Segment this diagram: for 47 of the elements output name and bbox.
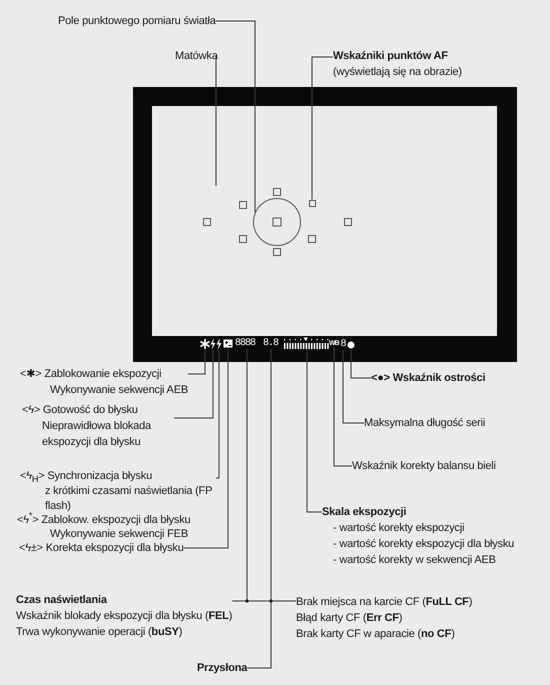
- asterisk-icon: [199, 338, 211, 350]
- callout-text: - wartość korekty ekspozycji dla błysku: [333, 537, 514, 552]
- callout-text: Brak karty CF w aparacie (no CF): [296, 627, 456, 642]
- leader-line: [312, 56, 334, 200]
- exposure-scale-icon: [283, 337, 329, 349]
- af-point-marker: [308, 200, 316, 206]
- callout-text: Wskaźnik blokady ekspozycji dla błysku (FEL): [16, 609, 232, 624]
- flash-icon: [210, 338, 216, 350]
- callout-heading: Skala ekspozycji: [322, 505, 408, 520]
- callout-text: <✱> Zablokowanie ekspozycji: [20, 367, 162, 382]
- callout-heading: Czas naświetlania: [16, 593, 108, 608]
- callout-text: Maksymalna długość serii: [364, 416, 486, 431]
- callout-text: <ϟ$^{*}$> Zablokow. ekspozycji dla błysku: [17, 512, 190, 528]
- callout-text: Nieprawidłowa blokada ekspozycji dla błysku: [42, 419, 152, 450]
- callout-text: (wyświetlają się na obrazie): [333, 65, 462, 80]
- callout-heading: Wskaźniki punktów AF: [333, 49, 449, 64]
- callout-text: Matówka: [175, 49, 218, 64]
- lcd-digits: 8.8: [263, 338, 278, 349]
- leader-line: [306, 348, 322, 512]
- flash-icon: [216, 338, 222, 350]
- callout-text: Trwa wykonywanie operacji (buSY): [16, 625, 184, 640]
- callout-text: Błąd karty CF (Err CF): [296, 611, 404, 626]
- callout-text: <ϟ±> Korekta ekspozycji dla błysku: [19, 541, 184, 556]
- flash-compensation-icon: [223, 339, 233, 348]
- callout-text: <ϟ> Gotowość do błysku: [22, 403, 139, 418]
- focus-dot-icon: [347, 341, 355, 349]
- leader-line: [350, 348, 372, 378]
- leader-line: [183, 348, 228, 548]
- callout-text: Wskaźnik korekty balansu bieli: [352, 459, 496, 474]
- leader-line: [216, 350, 220, 478]
- callout-text: Pole punktowego pomiaru światła: [58, 14, 216, 29]
- callout-heading: Przysłona: [197, 661, 248, 676]
- leader-line: [174, 350, 214, 418]
- callout-text: - wartość korekty ekspozycji: [333, 521, 466, 536]
- callout-heading: <●> Wskaźnik ostrości: [371, 371, 486, 386]
- callout-text: <ϟ$_{H}$> Synchronizacja błysku: [20, 469, 153, 484]
- leader-line: [342, 350, 364, 424]
- callout-text: Wykonywanie sekwencji FEB: [50, 527, 188, 542]
- leader-line: [334, 346, 352, 466]
- callout-text: Brak miejsca na karcie CF (FuLL CF): [296, 595, 472, 610]
- leader-line: [187, 350, 206, 374]
- lcd-digits: 8: [340, 339, 346, 350]
- lcd-digits: 8888: [235, 338, 256, 349]
- callout-text: Wykonywanie sekwencji AEB: [50, 383, 188, 398]
- callout-text: z krótkimi czasami naświetlania (FP flash): [45, 484, 214, 514]
- callout-text: - wartość korekty w sekwencji AEB: [333, 553, 497, 568]
- spot-metering-circle: [253, 198, 301, 246]
